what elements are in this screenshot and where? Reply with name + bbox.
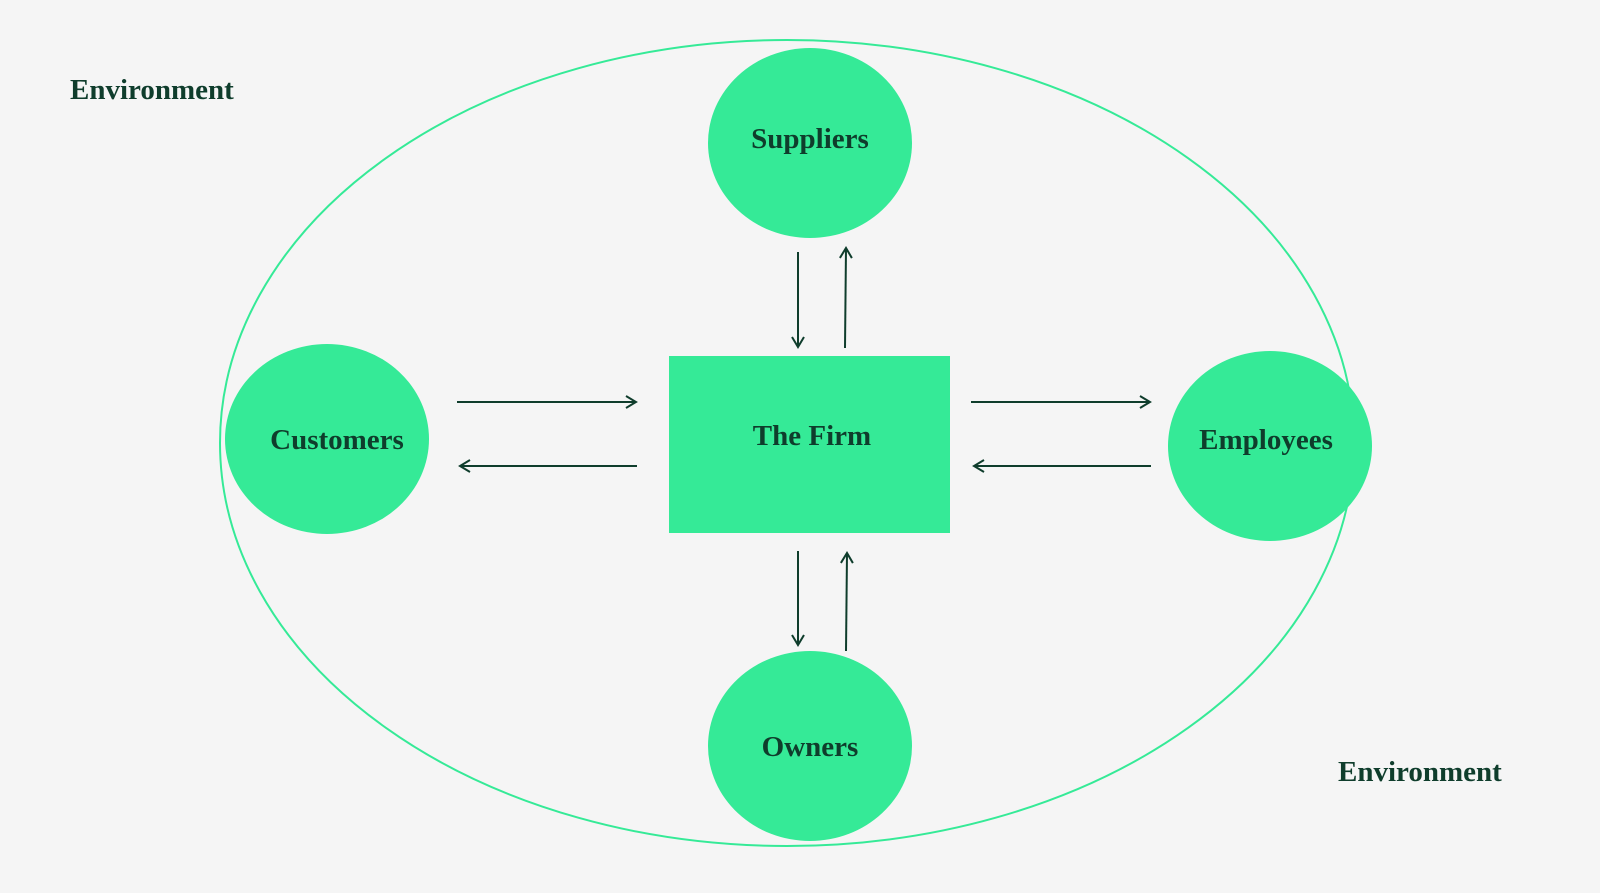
- node-suppliers: Suppliers: [708, 48, 912, 238]
- arrow-owners-to-firm: [840, 551, 854, 652]
- the-firm-box: [669, 356, 950, 533]
- employees-label: Employees: [1199, 424, 1333, 456]
- node-customers: Customers: [225, 344, 429, 534]
- owners-ellipse: [708, 651, 912, 841]
- suppliers-label: Suppliers: [751, 123, 869, 155]
- employees-ellipse: [1168, 351, 1372, 541]
- node-owners: Owners: [708, 651, 912, 841]
- node-the-firm: The Firm: [669, 356, 950, 533]
- owners-label: Owners: [762, 731, 859, 763]
- customers-ellipse: [225, 344, 429, 534]
- the-firm-label: The Firm: [753, 420, 871, 452]
- environment-label-top: Environment: [70, 74, 234, 106]
- arrow-firm-to-suppliers: [839, 246, 853, 349]
- customers-label: Customers: [270, 424, 404, 456]
- environment-label-bottom: Environment: [1338, 756, 1502, 788]
- node-employees: Employees: [1168, 351, 1372, 541]
- suppliers-ellipse: [708, 48, 912, 238]
